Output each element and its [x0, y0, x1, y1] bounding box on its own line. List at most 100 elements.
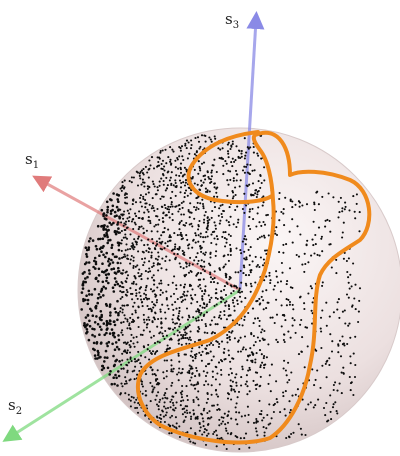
trajectory-point [218, 408, 221, 411]
trajectory-point [169, 400, 172, 403]
trajectory-point [216, 323, 219, 326]
trajectory-point [104, 273, 108, 277]
trajectory-point [249, 290, 252, 293]
trajectory-point [265, 289, 268, 292]
trajectory-point [227, 349, 230, 352]
trajectory-point [272, 288, 275, 291]
trajectory-point [105, 331, 108, 335]
trajectory-point [120, 221, 123, 224]
trajectory-point [211, 370, 214, 373]
trajectory-point [88, 272, 91, 275]
trajectory-point [202, 420, 205, 423]
trajectory-point [124, 249, 127, 252]
trajectory-point [276, 341, 279, 344]
trajectory-point [135, 292, 138, 295]
trajectory-point [161, 195, 164, 198]
trajectory-point [285, 436, 288, 440]
trajectory-point [258, 265, 261, 269]
trajectory-point [212, 281, 216, 284]
trajectory-point [189, 379, 192, 382]
trajectory-point [107, 272, 110, 276]
trajectory-point [263, 364, 266, 367]
trajectory-point [299, 323, 302, 326]
trajectory-point [121, 329, 124, 332]
trajectory-point [231, 157, 234, 160]
trajectory-point [198, 351, 201, 354]
trajectory-point [129, 208, 132, 211]
trajectory-point [200, 250, 203, 253]
trajectory-point [259, 366, 262, 369]
trajectory-point [180, 333, 183, 337]
trajectory-point [204, 365, 208, 368]
trajectory-point [226, 282, 229, 285]
trajectory-point [112, 376, 115, 380]
trajectory-point [134, 311, 137, 314]
trajectory-point [116, 299, 119, 303]
trajectory-point [154, 312, 157, 315]
trajectory-point [353, 297, 356, 300]
trajectory-point [82, 324, 86, 327]
trajectory-point [357, 310, 360, 313]
trajectory-point [147, 176, 150, 179]
trajectory-point [202, 181, 205, 184]
s3-axis-label: s3 [225, 10, 239, 31]
trajectory-point [179, 404, 182, 407]
trajectory-point [150, 254, 153, 257]
trajectory-point [243, 318, 246, 321]
s2-axis-line [2, 288, 241, 442]
trajectory-point [140, 272, 143, 276]
trajectory-point [85, 255, 89, 258]
trajectory-point [106, 229, 109, 233]
trajectory-point [240, 300, 243, 303]
trajectory-point [221, 203, 224, 206]
trajectory-point [135, 283, 138, 286]
trajectory-point [110, 243, 114, 247]
trajectory-point [147, 216, 150, 219]
trajectory-point [330, 350, 334, 353]
trajectory-point [238, 447, 241, 451]
trajectory-point [169, 158, 172, 161]
trajectory-point [202, 409, 205, 412]
trajectory-point [133, 358, 136, 361]
trajectory-point [259, 375, 262, 378]
s3-axis-line [238, 11, 265, 291]
trajectory-point [157, 317, 160, 321]
trajectory-point [151, 391, 154, 394]
trajectory-point [127, 212, 131, 215]
trajectory-point [167, 228, 170, 231]
trajectory-point [218, 383, 221, 386]
trajectory-point [203, 428, 207, 431]
trajectory-point [248, 368, 252, 371]
trajectory-point [212, 355, 215, 358]
trajectory-point [178, 331, 181, 334]
trajectory-point [191, 298, 194, 301]
trajectory-point [255, 225, 258, 228]
trajectory-point [215, 250, 218, 253]
trajectory-point [158, 237, 161, 240]
trajectory-point [97, 237, 100, 241]
trajectory-point [161, 231, 164, 234]
trajectory-point [215, 303, 218, 306]
trajectory-point [339, 355, 343, 358]
trajectory-point [199, 232, 202, 235]
trajectory-point [205, 401, 208, 404]
trajectory-point [171, 205, 174, 208]
trajectory-point [185, 332, 188, 335]
trajectory-point [175, 284, 178, 287]
trajectory-point [216, 437, 219, 440]
trajectory-point [220, 212, 223, 216]
trajectory-point [244, 258, 247, 261]
trajectory-point [171, 381, 174, 384]
trajectory-point [133, 401, 136, 404]
trajectory-point [321, 281, 324, 284]
trajectory-point [241, 207, 244, 211]
trajectory-point [254, 427, 257, 430]
trajectory-point [169, 295, 173, 298]
trajectory-point [108, 303, 112, 306]
trajectory-point [115, 358, 118, 362]
trajectory-point [286, 381, 289, 384]
trajectory-point [226, 143, 229, 146]
trajectory-point [328, 363, 331, 367]
trajectory-point [273, 321, 276, 325]
trajectory-point [174, 194, 177, 197]
